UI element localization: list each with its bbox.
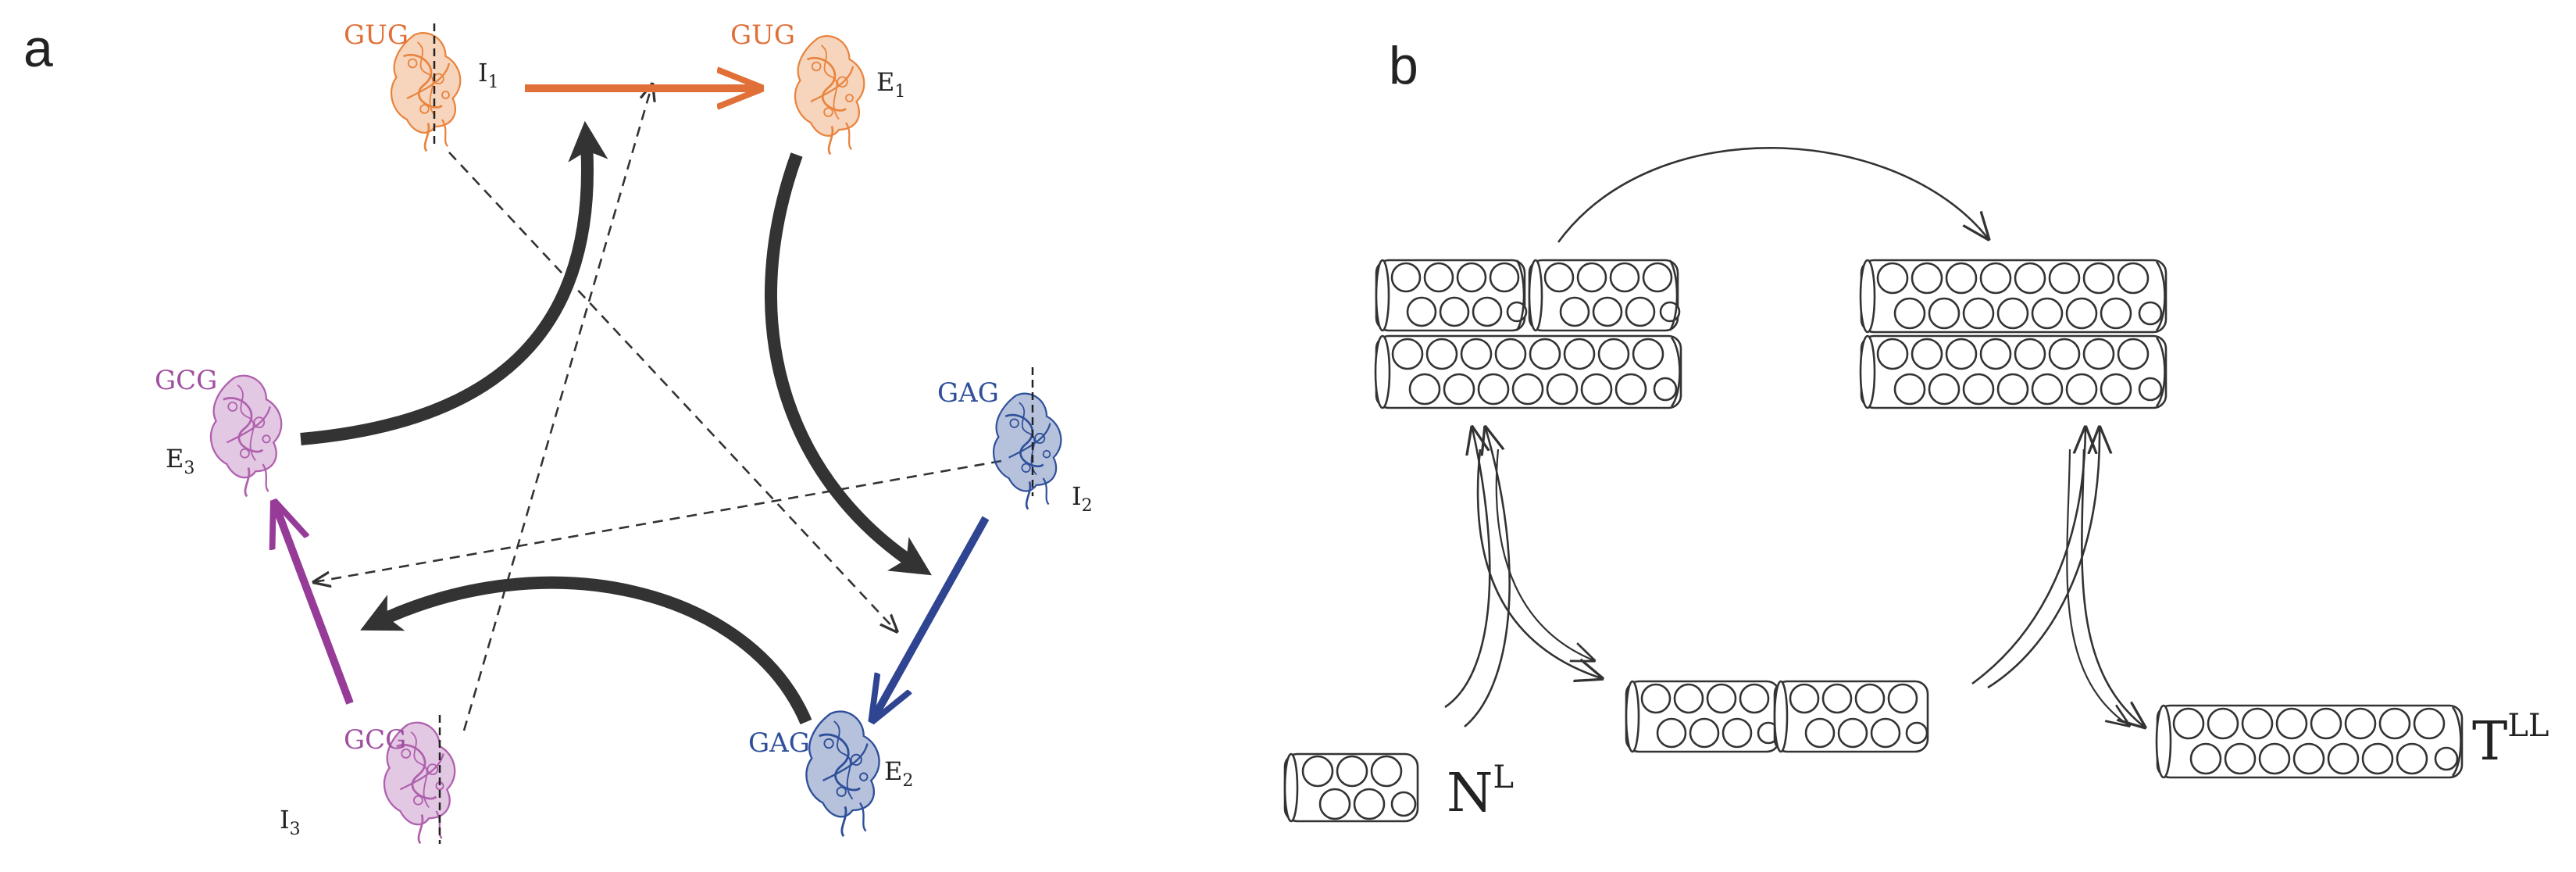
codon-label-e3: GCG: [155, 365, 217, 396]
dashed-arrow-i1-e2: [448, 152, 897, 631]
codon-label-i1: GUG: [344, 20, 409, 51]
molecule-i2: GAG I2: [937, 367, 1093, 516]
codon-label-i2: GAG: [937, 377, 999, 409]
dashed-arrow-i3-e1: [462, 84, 652, 731]
dashed-arrow-i2-e3: [314, 459, 1002, 582]
molecule-i1: GUG I1: [344, 20, 499, 152]
tube-t-ll: [2155, 704, 2464, 779]
codon-label-e2: GAG: [748, 727, 810, 759]
panel-b-diagram: NL TLL: [1283, 147, 2549, 824]
right-exchange-arrows: [1971, 428, 2144, 727]
left-exchange-arrows: [1444, 428, 1601, 727]
arrow-e3-i1: [300, 120, 608, 445]
molecule-e1: GUG E1: [730, 20, 905, 155]
tube-assembly-left: [1374, 259, 1682, 409]
node-label-i2: I2: [1072, 481, 1093, 516]
top-arc-arrow: [1557, 147, 1988, 242]
arrow-i3-e3: [275, 504, 354, 705]
panel-letter-b: b: [1389, 36, 1418, 95]
tube-n-l: [1283, 752, 1419, 823]
node-label-i3: I3: [280, 805, 301, 839]
label-t-ll: TLL: [2472, 708, 2549, 773]
tube-middle: [1625, 680, 1781, 753]
dashed-arrows: [314, 84, 1002, 731]
node-label-e2: E2: [884, 756, 913, 791]
node-label-e1: E1: [876, 67, 905, 102]
codon-label-e1: GUG: [730, 20, 795, 51]
molecule-i3: GCG I3: [280, 715, 456, 845]
label-n-l: NL: [1447, 759, 1514, 824]
black-curved-arrows: [300, 120, 932, 725]
panel-a-diagram: GUG I1 GUG E1 GAG I2 GAG E2 GCG I3: [155, 20, 1093, 845]
molecule-e3: GCG E3: [155, 365, 283, 498]
tube-middle-2: [1773, 680, 1929, 753]
arrow-i2-e2: [873, 516, 990, 719]
codon-label-i3: GCG: [344, 724, 406, 756]
panel-letter-a: a: [23, 19, 53, 78]
node-label-i1: I1: [478, 58, 499, 92]
arrow-e1-i2: [765, 152, 932, 576]
node-label-e3: E3: [166, 444, 194, 478]
molecule-e2: GAG E2: [748, 710, 913, 838]
arrow-e2-i3: [360, 576, 812, 725]
tube-assembly-right: [1859, 259, 2167, 409]
